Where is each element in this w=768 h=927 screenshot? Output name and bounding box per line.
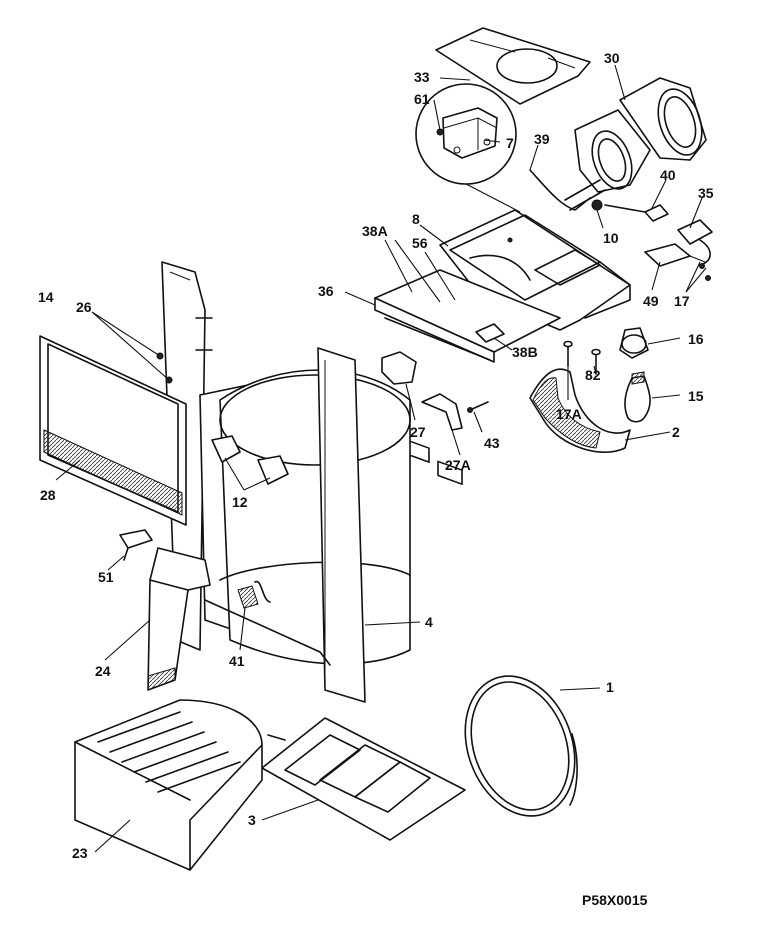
- part-82-screw: [591, 348, 601, 375]
- callout-4: 4: [425, 614, 433, 630]
- part-39-wire: [529, 169, 606, 211]
- callout-labels: 33 61 7 30 39 40 35 10 8 38A 56 49 17 36…: [38, 50, 714, 908]
- callout-23: 23: [72, 845, 88, 861]
- part-16-socket: [619, 327, 649, 359]
- callout-82: 82: [585, 367, 601, 383]
- callout-3: 3: [248, 812, 256, 828]
- part-8-control-housing: [439, 209, 631, 331]
- part-27-clip: [381, 351, 417, 385]
- leader-lines: [55, 64, 707, 853]
- dispenser-housing: [156, 261, 411, 703]
- part-49-bracket: [644, 243, 711, 281]
- callout-41: 41: [229, 653, 245, 669]
- callout-24: 24: [95, 663, 111, 679]
- callout-26: 26: [76, 299, 92, 315]
- callout-14: 14: [38, 289, 54, 305]
- callout-61: 61: [414, 91, 430, 107]
- part-1-gasket: [464, 675, 578, 817]
- callout-15: 15: [688, 388, 704, 404]
- callout-43: 43: [484, 435, 500, 451]
- callout-10: 10: [603, 230, 619, 246]
- callout-38a: 38A: [362, 223, 388, 239]
- drawing-code: P58X0015: [582, 892, 648, 908]
- part-3-heater-plate: [261, 717, 466, 841]
- callout-40: 40: [660, 167, 676, 183]
- callout-49: 49: [643, 293, 659, 309]
- part-2-light-shield: [529, 368, 631, 453]
- part-36-control-panel: [374, 269, 561, 363]
- callout-1: 1: [606, 679, 614, 695]
- callout-17a: 17A: [556, 406, 582, 422]
- callout-27a: 27A: [445, 457, 471, 473]
- part-38b-button: [475, 323, 505, 343]
- callout-39: 39: [534, 131, 550, 147]
- part-38a-buttons: [404, 438, 463, 486]
- part-40-connector: [604, 204, 669, 222]
- callout-8: 8: [412, 211, 420, 227]
- callout-36: 36: [318, 283, 334, 299]
- part-30-lamp-housing: [574, 77, 707, 193]
- callout-35: 35: [698, 185, 714, 201]
- callout-7: 7: [506, 135, 514, 151]
- callout-28: 28: [40, 487, 56, 503]
- callout-51: 51: [98, 569, 114, 585]
- part-33-cover-plate: [435, 27, 591, 105]
- part-14-front-panel: [39, 335, 187, 526]
- callout-17: 17: [674, 293, 690, 309]
- part-24-actuator-arm: [147, 547, 211, 691]
- callout-2: 2: [672, 424, 680, 440]
- callout-16: 16: [688, 331, 704, 347]
- callout-12: 12: [232, 494, 248, 510]
- part-7-switch-detail: [415, 83, 521, 213]
- part-43-screw: [467, 401, 489, 413]
- callout-30: 30: [604, 50, 620, 66]
- callout-38b: 38B: [512, 344, 538, 360]
- part-51-bracket: [119, 529, 153, 561]
- callout-56: 56: [412, 235, 428, 251]
- callout-27: 27: [410, 424, 426, 440]
- callout-33: 33: [414, 69, 430, 85]
- part-17a-screw: [563, 340, 573, 367]
- part-27a-lever: [421, 393, 463, 431]
- part-15-bulb: [624, 371, 651, 423]
